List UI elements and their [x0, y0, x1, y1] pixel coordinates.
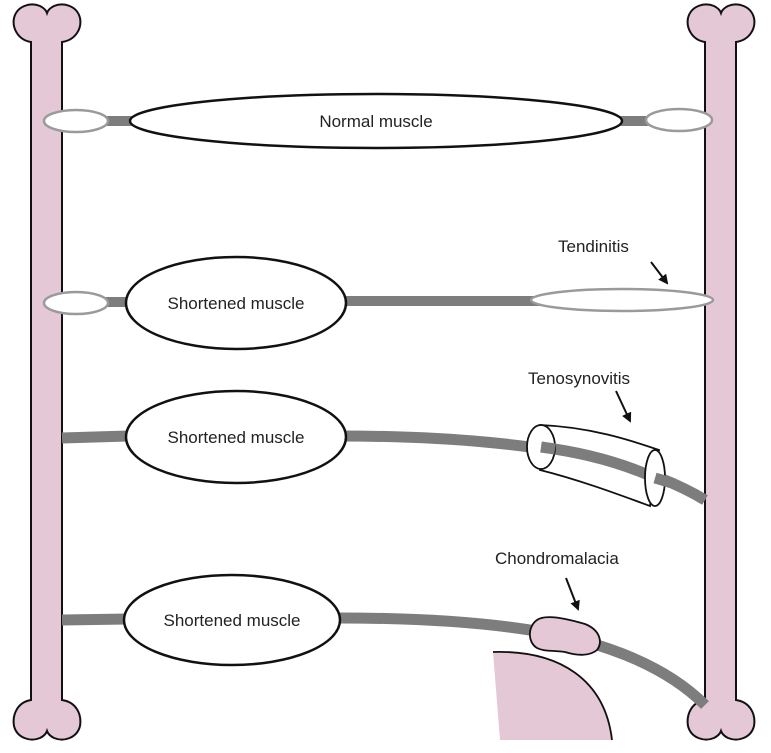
- shortened-muscle: [122, 573, 342, 667]
- shortened-muscle: [124, 389, 348, 485]
- tendon-exit: [653, 472, 674, 489]
- cartilage-outline: [492, 651, 613, 741]
- tendon-left: [61, 430, 131, 444]
- tendon-right: [610, 116, 650, 126]
- tendinitis-arrow: [650, 261, 669, 285]
- tendon-left: [100, 297, 140, 307]
- tendon-right: [340, 296, 540, 306]
- tenosynovitis-arrow: [615, 390, 632, 423]
- left-bone: [12, 3, 82, 741]
- tendon-entry: [540, 441, 556, 455]
- tendon-left: [100, 116, 140, 126]
- row-tendinitis: Shortened muscle Tendinitis: [42, 237, 715, 351]
- muscle-label: Shortened muscle: [167, 428, 304, 447]
- tendon-attachment-right: [644, 107, 714, 133]
- tendon-attachment-left: [42, 290, 110, 316]
- tendon-attachment-left: [42, 108, 110, 134]
- tendinitis-label: Tendinitis: [558, 237, 629, 256]
- row-chondromalacia: Shortened muscle Chondromalacia: [61, 549, 709, 741]
- normal-muscle: [128, 92, 624, 150]
- synovial-sheath: [539, 424, 661, 508]
- row-tenosynovitis: Shortened muscle Tenosynovitis: [61, 369, 708, 508]
- right-bone: [686, 3, 756, 741]
- shortened-muscle: [124, 255, 348, 351]
- inflamed-tendon: [529, 287, 715, 313]
- muscle-label: Shortened muscle: [167, 294, 304, 313]
- row-normal-muscle: Normal muscle: [42, 92, 714, 150]
- muscle-label: Shortened muscle: [163, 611, 300, 630]
- muscle-label: Normal muscle: [319, 112, 432, 131]
- chondromalacia-arrow: [565, 577, 580, 611]
- chondromalacia-label: Chondromalacia: [495, 549, 619, 568]
- tendon-left: [61, 613, 131, 626]
- tenosynovitis-label: Tenosynovitis: [528, 369, 630, 388]
- softened-cartilage-lesion: [528, 616, 601, 656]
- cartilage-surface: [493, 651, 612, 740]
